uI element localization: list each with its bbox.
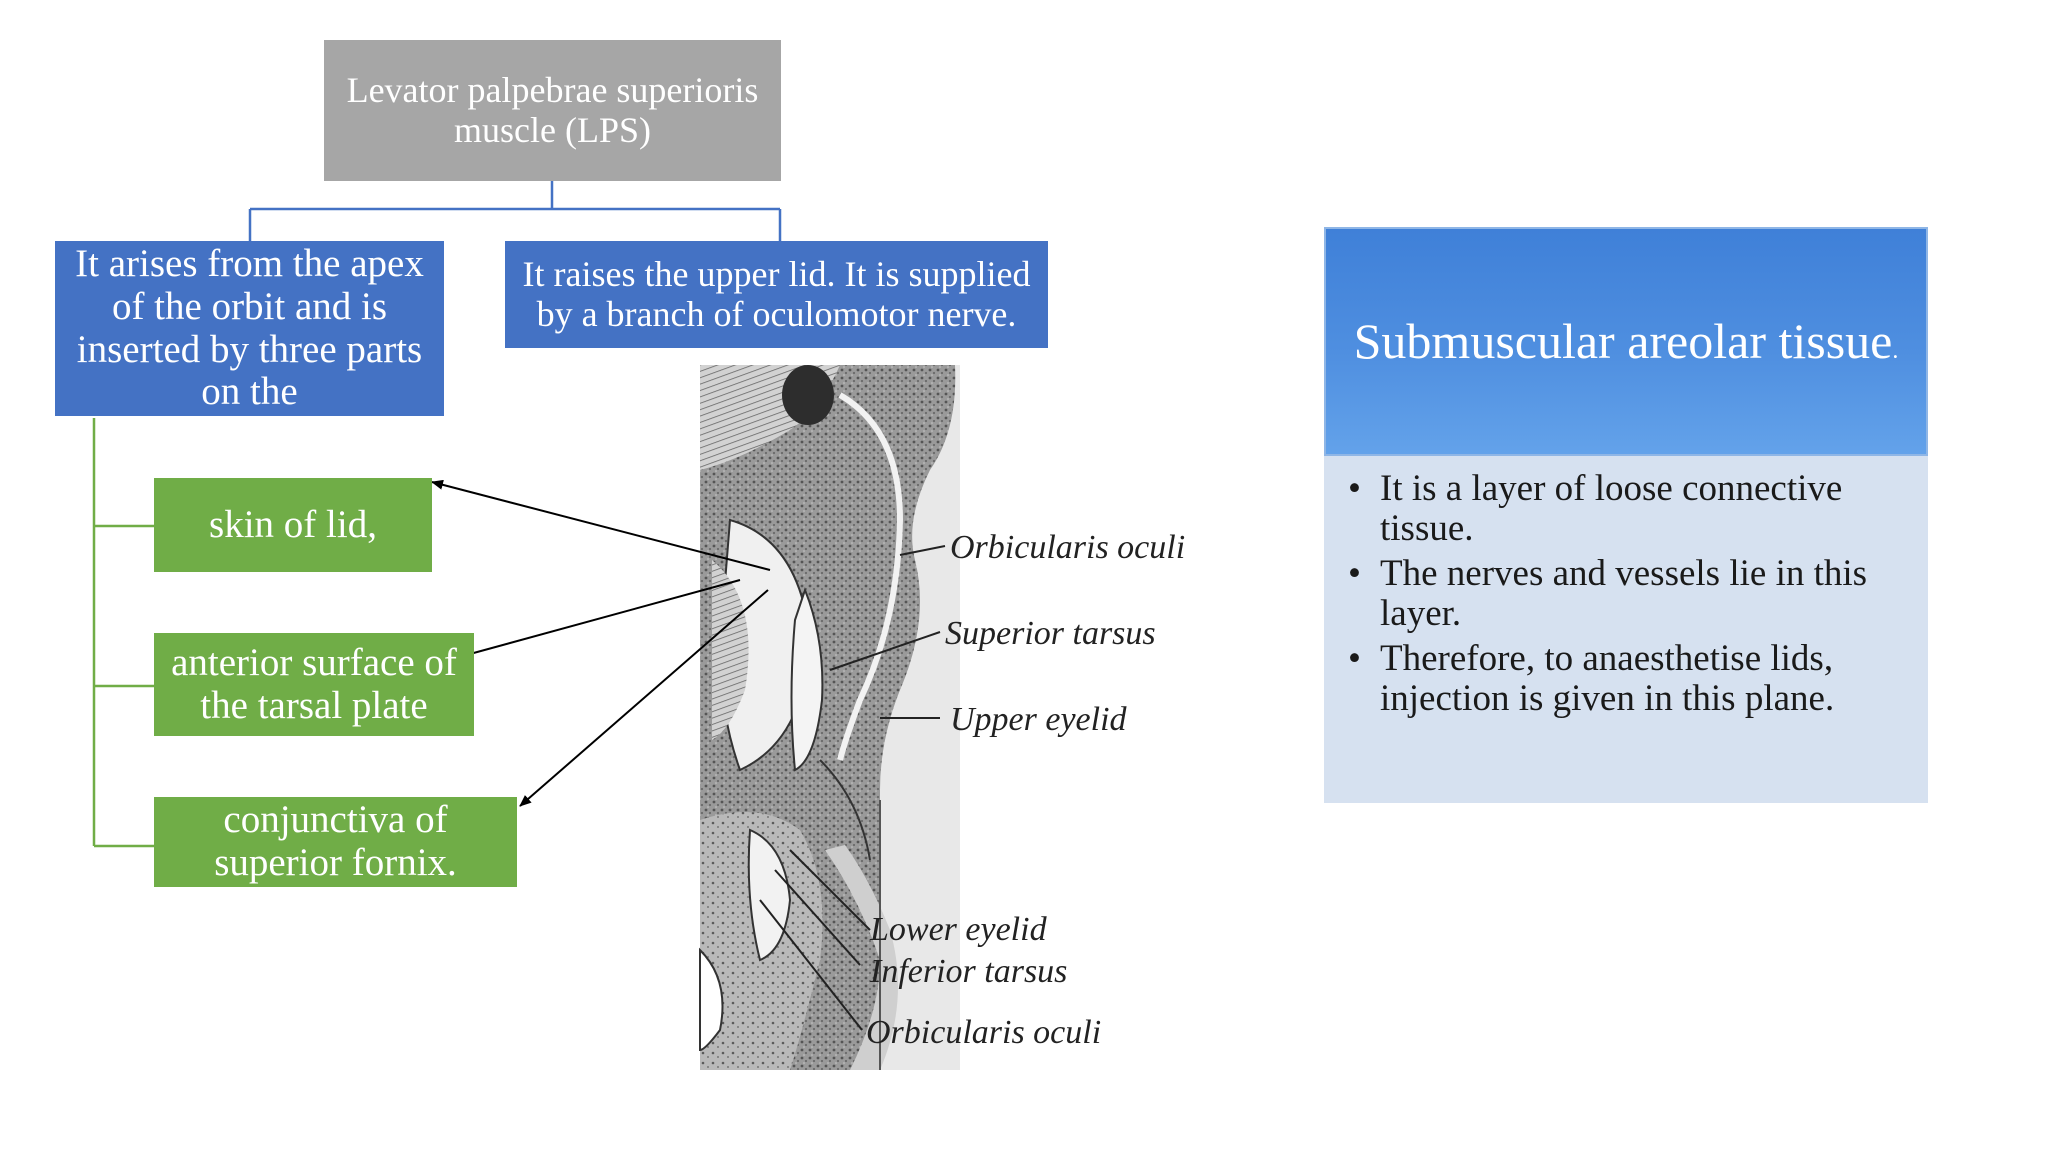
insertion-tarsal-box: anterior surface of the tarsal plate: [154, 633, 474, 736]
lps-root-label: Levator palpebrae superioris muscle (LPS…: [346, 69, 759, 150]
insertion-skin-box: skin of lid,: [154, 478, 432, 572]
function-label: It raises the upper lid. It is supplied …: [522, 253, 1031, 334]
label-inferior-tarsus: Inferior tarsus: [869, 953, 1067, 990]
origin-box: It arises from the apex of the orbit and…: [55, 241, 444, 416]
lps-root-box: Levator palpebrae superioris muscle (LPS…: [324, 40, 781, 181]
submuscular-title-suffix: .: [1892, 338, 1899, 364]
submuscular-bullet-list: It is a layer of loose connective tissue…: [1342, 469, 1908, 719]
insertion-label: conjunctiva of superior fornix.: [214, 798, 457, 884]
arrow-to-skin: [431, 479, 771, 571]
arrow-to-tarsal-plate: [447, 579, 741, 662]
bullet-item: The nerves and vessels lie in this layer…: [1342, 554, 1908, 634]
submuscular-header: Submuscular areolar tissue.: [1324, 227, 1928, 456]
bullet-item: Therefore, to anaesthetise lids, injecti…: [1342, 639, 1908, 719]
label-orbicularis-oculi-lower: Orbicularis oculi: [866, 1014, 1101, 1051]
insertion-label: skin of lid,: [209, 502, 377, 546]
label-orbicularis-oculi-upper: Orbicularis oculi: [950, 529, 1185, 566]
insertion-connectors: [92, 418, 154, 848]
insertion-conjunctiva-box: conjunctiva of superior fornix.: [154, 797, 517, 887]
insertion-arrows: [431, 479, 771, 807]
insertion-label: anterior surface of the tarsal plate: [171, 640, 457, 727]
root-connectors: [248, 181, 782, 241]
eyelid-section-illustration: Orbicularis oculi Superior tarsus Upper …: [699, 365, 1185, 1070]
arrow-to-conjunctiva: [519, 589, 769, 807]
label-superior-tarsus: Superior tarsus: [945, 615, 1156, 652]
function-box: It raises the upper lid. It is supplied …: [505, 241, 1048, 348]
origin-label: It arises from the apex of the orbit and…: [75, 241, 424, 414]
submuscular-title: Submuscular areolar tissue: [1353, 313, 1893, 369]
label-lower-eyelid: Lower eyelid: [869, 911, 1048, 948]
bullet-item: It is a layer of loose connective tissue…: [1342, 469, 1908, 549]
label-upper-eyelid: Upper eyelid: [950, 701, 1128, 738]
submuscular-body: It is a layer of loose connective tissue…: [1324, 456, 1928, 803]
